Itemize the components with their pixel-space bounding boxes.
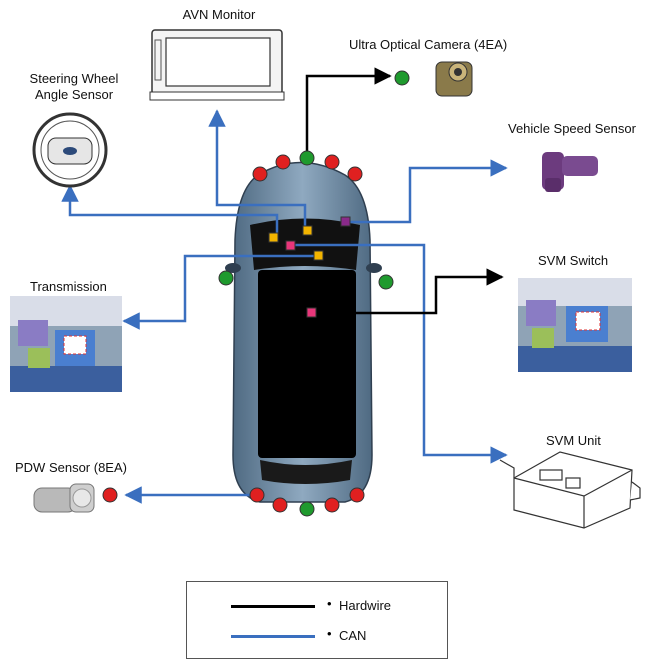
svm-unit-image [499,451,641,529]
pdw-sensor-dot [324,497,340,513]
avn-monitor-label: AVN Monitor [182,7,256,22]
avn-monitor-image [149,29,285,101]
pdw-sensor-dot [349,487,365,503]
vehicle-topview [225,161,382,503]
legend-bullet: • [327,596,332,611]
svm-switch-label: SVM Switch [538,253,609,268]
camera-dot [299,150,315,166]
hardwire-line-svm-switch [355,268,504,315]
can-line-avn [208,109,307,230]
can-line-speed-sensor [345,159,508,224]
svm-unit-label: SVM Unit [546,433,601,448]
camera-image [435,61,473,97]
can-swatch [231,635,315,638]
hardwire-swatch [231,605,315,608]
transmission-label: Transmission [30,279,107,294]
pdw-sensor-label: PDW Sensor (8EA) [15,460,127,475]
camera-label: Ultra Optical Camera (4EA) [349,37,508,52]
camera-indicator-dot [394,70,410,86]
can-line-svm-unit [290,243,508,464]
module-square-yellow [268,232,279,243]
camera-dot [299,501,315,517]
hardwire-legend-label: Hardwire [339,598,392,613]
steering-sensor-label-line2: Angle Sensor [34,87,114,102]
legend-item-can: • CAN [231,626,441,646]
camera-dot [378,274,394,290]
speed-sensor-label: Vehicle Speed Sensor [508,121,636,136]
pdw-sensor-dot [275,154,291,170]
hardwire-connections [305,67,504,315]
pdw-sensor-dot [252,166,268,182]
svm-switch-image [518,278,632,372]
pdw-sensor-image [33,483,95,513]
can-legend-label: CAN [339,628,367,643]
pdw-sensor-dot [249,487,265,503]
pdw-indicator-dot [102,487,118,503]
pdw-sensor-dot [272,497,288,513]
legend-item-hardwire: • Hardwire [231,596,441,616]
module-square-yellow [313,250,324,261]
legend-bullet: • [327,626,332,641]
sensor-dots [102,70,410,517]
module-squares [268,216,351,318]
can-connections [61,109,508,504]
pdw-sensor-dot [347,166,363,182]
legend: • Hardwire • CAN [186,581,448,659]
module-square-purple [340,216,351,227]
speed-sensor-image [542,152,598,192]
steering-wheel-image [32,112,108,188]
module-square-yellow [302,225,313,236]
module-square-pink [306,307,317,318]
module-square-pink [285,240,296,251]
pdw-sensor-dot [324,154,340,170]
can-line-transmission [122,254,318,330]
camera-dot [218,270,234,286]
steering-sensor-label-line1: Steering Wheel [29,71,119,86]
can-line-steering [61,184,279,238]
transmission-image [10,296,122,392]
hardwire-line-camera [305,67,392,158]
